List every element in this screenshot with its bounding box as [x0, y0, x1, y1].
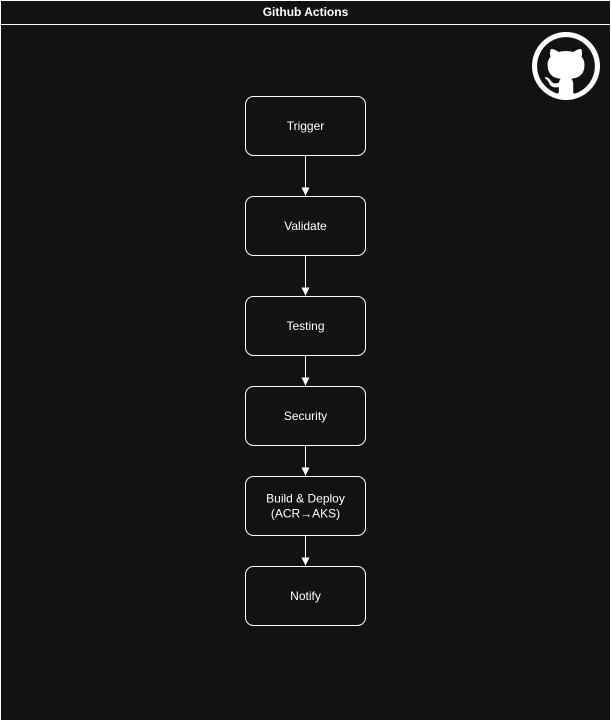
node-validate: Validate: [245, 196, 366, 256]
node-box: [245, 296, 366, 356]
node-build-deploy: Build & Deploy(ACR→AKS): [245, 476, 366, 536]
node-box: [245, 196, 366, 256]
node-box: [245, 96, 366, 156]
node-label: Security: [284, 409, 327, 423]
node-box: [245, 566, 366, 626]
node-label: Validate: [284, 219, 327, 233]
node-label: Testing: [286, 319, 324, 333]
node-label: Trigger: [287, 119, 325, 133]
github-icon: [532, 32, 600, 100]
node-label: Build & Deploy: [266, 492, 345, 506]
node-label: Notify: [290, 589, 321, 603]
node-box: [245, 476, 366, 536]
diagram-title: Github Actions: [1, 1, 610, 25]
node-label: (ACR→AKS): [271, 507, 340, 521]
node-trigger: Trigger: [245, 96, 366, 156]
node-security: Security: [245, 386, 366, 446]
node-notify: Notify: [245, 566, 366, 626]
node-box: [245, 386, 366, 446]
node-testing: Testing: [245, 296, 366, 356]
